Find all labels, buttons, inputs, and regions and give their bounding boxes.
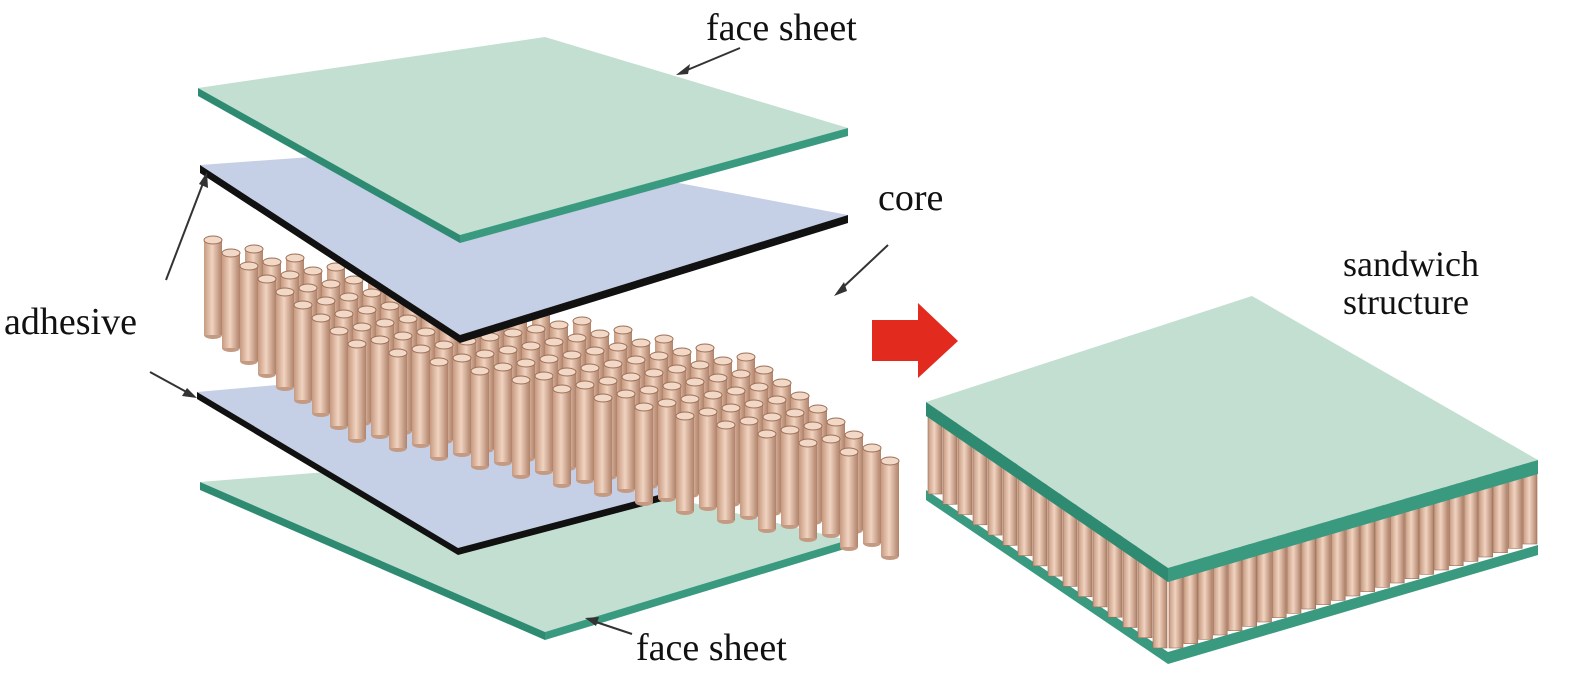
core-tube xyxy=(593,393,613,497)
core-tube xyxy=(311,313,331,417)
core-tube xyxy=(275,287,295,391)
leader-face-sheet-top-head xyxy=(676,64,690,75)
label-structure: structure xyxy=(1343,282,1469,322)
core-tube xyxy=(634,402,654,506)
label-sandwich: sandwich xyxy=(1343,244,1479,284)
core-tube xyxy=(698,407,718,511)
assembled-core xyxy=(927,411,1538,649)
core-tube xyxy=(798,438,818,542)
adhesive-layer-top xyxy=(200,145,848,343)
assembled-top-sheet-edge-right xyxy=(1168,460,1538,582)
core-tube xyxy=(370,335,390,439)
core-tube xyxy=(221,248,241,352)
label-face-sheet-top: face sheet xyxy=(706,7,857,49)
label-face-sheet-bottom: face sheet xyxy=(636,627,787,669)
core-tube xyxy=(675,411,695,515)
core-tube xyxy=(880,456,900,560)
core-tube xyxy=(493,362,513,466)
leader-adhesive-bottom xyxy=(149,371,193,396)
core-tube xyxy=(411,344,431,448)
core-tube xyxy=(616,389,636,493)
core-tube xyxy=(657,398,677,502)
right-arrow-icon xyxy=(872,303,958,378)
face-sheet-top xyxy=(198,37,848,243)
core-tube xyxy=(511,375,531,479)
core-tube xyxy=(452,353,472,457)
assembled-bottom-sheet xyxy=(926,490,1538,664)
core-tube xyxy=(716,420,736,524)
core-tube xyxy=(257,274,277,378)
leader-adhesive-bottom-head xyxy=(182,388,197,398)
core-tube xyxy=(388,348,408,452)
core-tube xyxy=(839,447,859,551)
leader-adhesive-top-head xyxy=(199,172,208,188)
core-tube xyxy=(862,443,882,547)
leader-lines xyxy=(149,47,889,635)
leader-core-head xyxy=(834,282,847,296)
label-core: core xyxy=(878,177,944,219)
core-tube xyxy=(470,366,490,470)
leader-face-sheet-top xyxy=(679,47,741,74)
core-tube xyxy=(821,434,841,538)
core-tube xyxy=(575,380,595,484)
core-tube xyxy=(757,429,777,533)
core-tube xyxy=(534,371,554,475)
leader-adhesive-top xyxy=(165,177,206,281)
core-tube xyxy=(329,326,349,430)
assembled-top-sheet xyxy=(926,296,1538,568)
assembled-sandwich xyxy=(926,296,1538,664)
core-tube xyxy=(239,261,259,365)
core-tube xyxy=(552,384,572,488)
label-adhesive: adhesive xyxy=(4,301,137,343)
core-tube xyxy=(780,425,800,529)
core-tube xyxy=(293,300,313,404)
assembled-top-sheet-edge-left xyxy=(926,402,1168,582)
core-tube xyxy=(429,357,449,461)
leader-core xyxy=(837,244,889,293)
core-tube xyxy=(739,416,759,520)
core-tube xyxy=(347,339,367,443)
leader-face-sheet-bottom-head xyxy=(585,617,599,626)
core-tube xyxy=(203,235,223,339)
